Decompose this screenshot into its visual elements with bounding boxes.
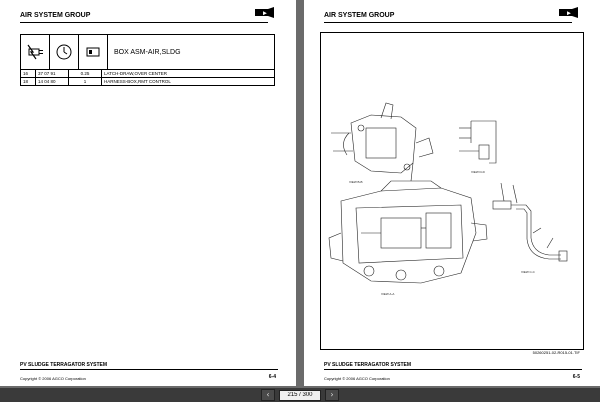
right-page: AIR SYSTEM GROUP ▶ <box>304 0 600 386</box>
clock-icon <box>50 35 79 69</box>
footer-title: PV SLUDGE TERRAGATOR SYSTEM <box>324 362 412 368</box>
assembly-title: BOX ASM-AIR,SLDG <box>114 48 181 56</box>
section-title: AIR SYSTEM GROUP <box>324 12 395 19</box>
prev-page-button[interactable]: ‹ <box>261 389 275 401</box>
page-number: 6-4 <box>268 374 276 380</box>
ref-cell: 18 <box>20 77 36 86</box>
header-rule <box>20 22 268 23</box>
svg-text:VIEW B-B: VIEW B-B <box>349 180 363 184</box>
table-row: 16 37 07 91 0.25 LATCH-DRAW,OVER CENTER <box>20 69 275 78</box>
arrow-right-icon: › <box>330 390 334 399</box>
footer-rule <box>20 369 278 370</box>
section-title: AIR SYSTEM GROUP <box>20 12 91 19</box>
description-cell: LATCH-DRAW,OVER CENTER <box>101 69 275 78</box>
header-rule <box>324 22 572 23</box>
footer-title: PV SLUDGE TERRAGATOR SYSTEM <box>20 362 108 368</box>
qty-cell: 1 <box>68 77 102 86</box>
svg-text:▶: ▶ <box>567 11 571 17</box>
part-number-cell: 14 04 80 <box>35 77 69 86</box>
copyright: Copyright © 2006 AGCO Corporation <box>324 376 390 381</box>
arrow-left-icon: ‹ <box>266 390 270 399</box>
ref-cell: 16 <box>20 69 36 78</box>
copyright: Copyright © 2006 AGCO Corporation <box>20 376 86 381</box>
box-part-icon <box>79 35 108 69</box>
agco-logo-icon: ▶ <box>559 7 578 18</box>
svg-text:VIEW D-D: VIEW D-D <box>471 170 486 174</box>
viewer-toolbar: ‹ › <box>0 388 600 402</box>
table-row: 18 14 04 80 1 HARNESS-BOX,RMT CONTROL <box>20 77 275 86</box>
agco-logo-icon: ▶ <box>255 7 274 18</box>
electrical-plug-icon <box>21 35 50 69</box>
diagram-drawing: VIEW B-B VIEW D-D VIEW A-A VIEW C-C <box>328 102 568 296</box>
drawing-number: 50260251-02-R015-01.TIF <box>532 350 580 355</box>
svg-text:▶: ▶ <box>263 11 267 17</box>
svg-text:VIEW C-C: VIEW C-C <box>521 270 536 274</box>
description-cell: HARNESS-BOX,RMT CONTROL <box>101 77 275 86</box>
page-number-input[interactable] <box>279 389 321 401</box>
svg-text:VIEW A-A: VIEW A-A <box>381 292 394 296</box>
parts-table: BOX ASM-AIR,SLDG 16 37 07 91 0.25 LATCH-… <box>20 34 275 86</box>
next-page-button[interactable]: › <box>325 389 339 401</box>
part-number-cell: 37 07 91 <box>35 69 69 78</box>
page-number: 6-5 <box>572 374 580 380</box>
left-page: AIR SYSTEM GROUP ▶ <box>0 0 296 386</box>
exploded-parts-diagram: VIEW B-B VIEW D-D VIEW A-A VIEW C-C <box>320 32 584 350</box>
qty-cell: 0.25 <box>68 69 102 78</box>
assembly-header: BOX ASM-AIR,SLDG <box>20 34 275 70</box>
footer-rule <box>324 369 582 370</box>
